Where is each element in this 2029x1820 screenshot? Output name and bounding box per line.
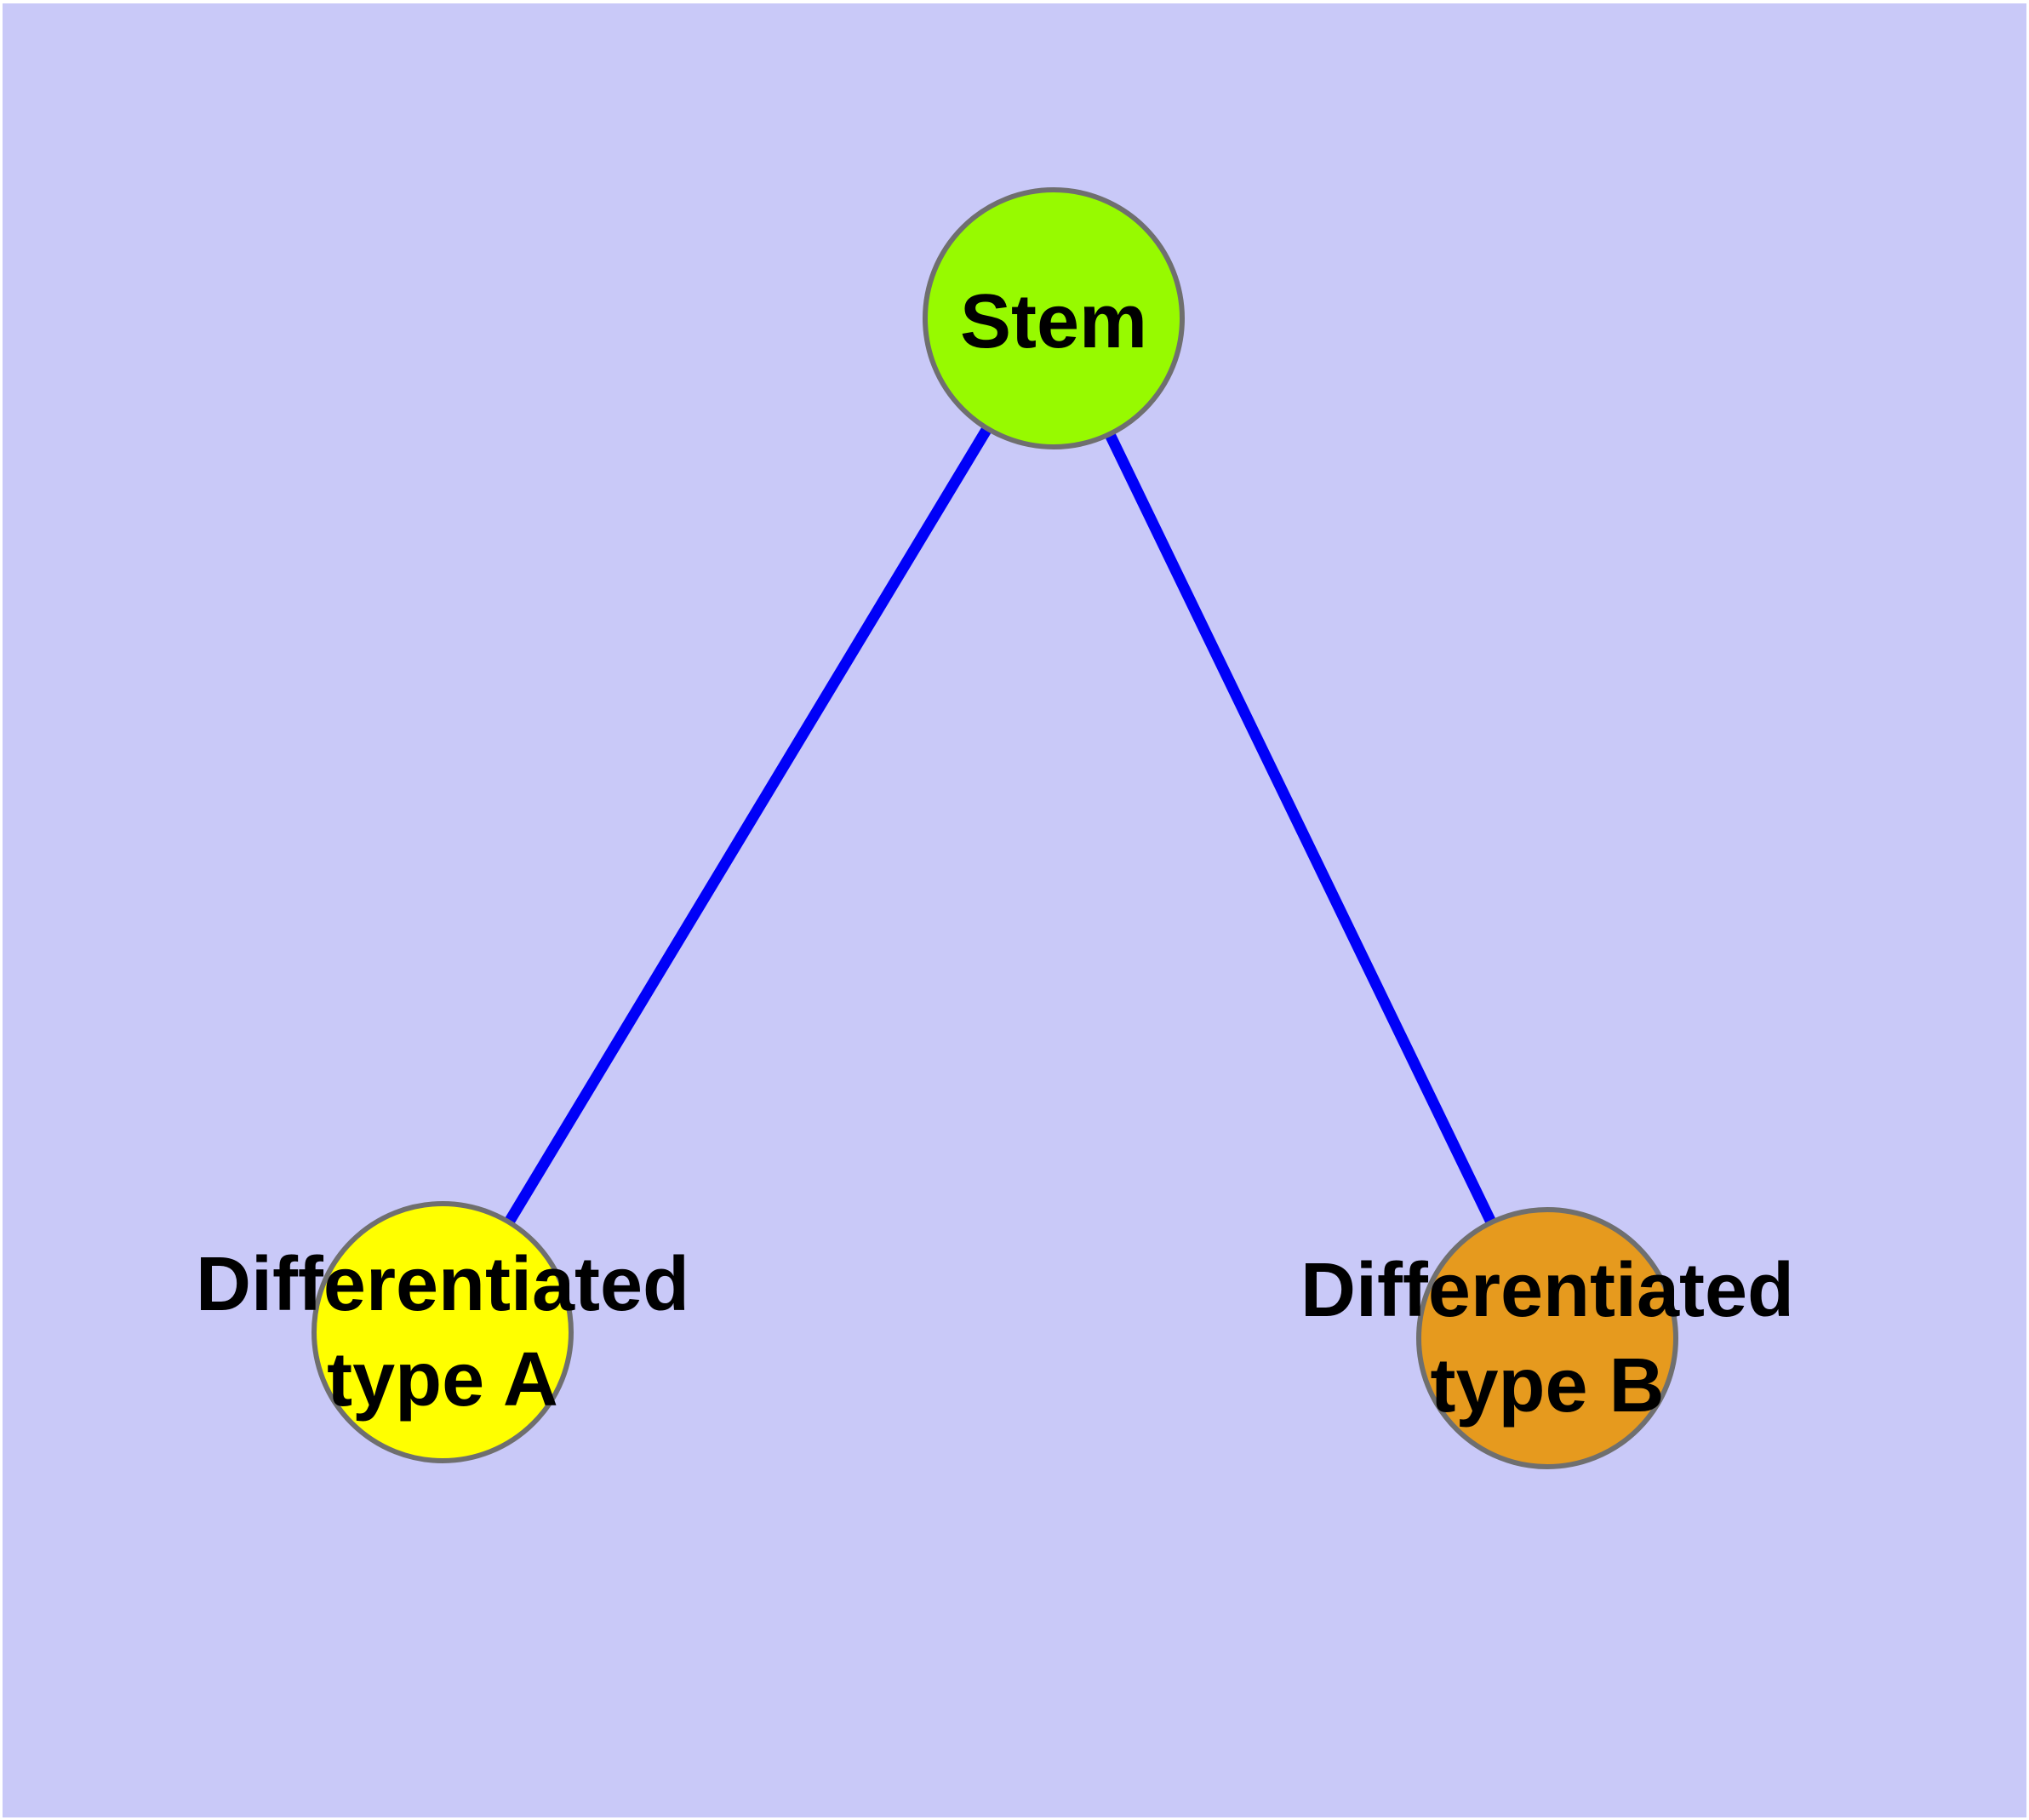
node-differentiated-type-b-label-line1: Differentiated bbox=[1300, 1248, 1794, 1333]
node-stem-label: Stem bbox=[960, 279, 1147, 364]
edge-stem-to-type-a bbox=[437, 315, 1059, 1336]
node-stem bbox=[923, 187, 1185, 449]
node-differentiated-type-b bbox=[1416, 1207, 1678, 1469]
edge-stem-to-type-b bbox=[1049, 316, 1552, 1341]
node-differentiated-type-a bbox=[311, 1201, 574, 1463]
node-group bbox=[311, 187, 1678, 1469]
node-differentiated-type-a-label-line1: Differentiated bbox=[196, 1242, 689, 1327]
label-group: Stem Differentiated type A Differentiate… bbox=[196, 279, 1794, 1428]
node-differentiated-type-a-label-line2: type A bbox=[327, 1337, 558, 1422]
edge-group bbox=[437, 315, 1552, 1341]
node-differentiated-type-b-label-line2: type B bbox=[1430, 1343, 1664, 1428]
